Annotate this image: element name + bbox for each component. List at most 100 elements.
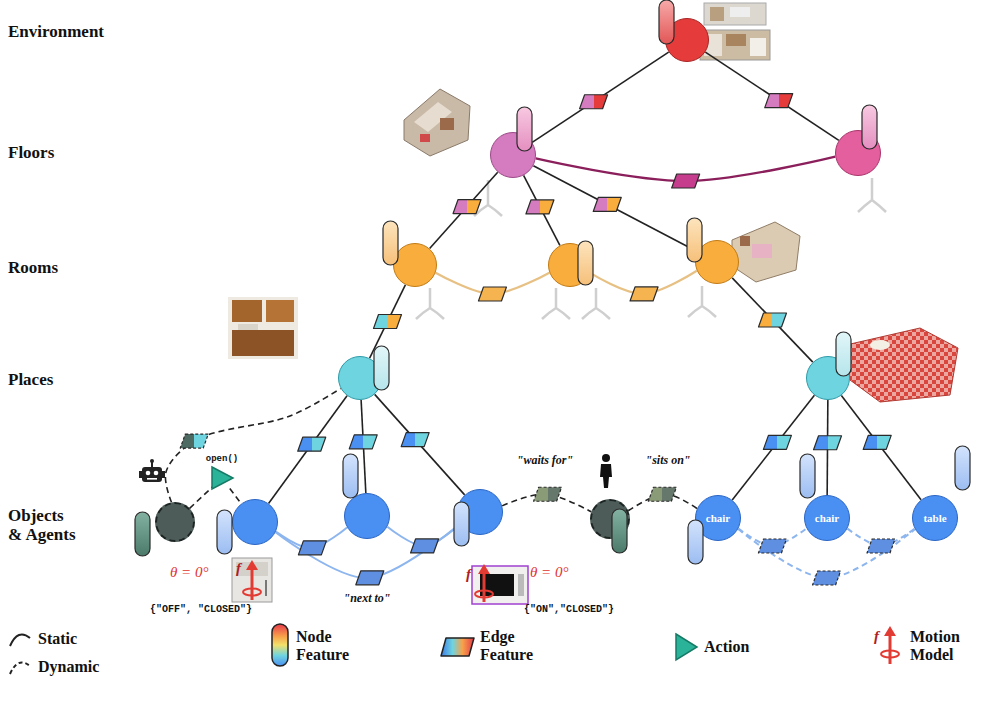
floor-node	[835, 130, 881, 176]
edge-feature	[374, 315, 402, 329]
edge-feature	[813, 571, 841, 585]
edge-feature	[298, 437, 326, 451]
edge-feature	[534, 487, 562, 501]
edge-feature	[863, 435, 891, 449]
angle-value: θ = 0°	[170, 564, 209, 581]
object-state: {"OFF", "CLOSED"}	[150, 604, 252, 615]
static-edge	[532, 52, 668, 142]
edge-feature	[526, 200, 554, 214]
robot-icon	[139, 459, 165, 482]
level-name: Environment	[8, 22, 104, 41]
legend-label: Motion Model	[910, 628, 976, 664]
object-node: chair	[695, 495, 741, 541]
edge-feature	[758, 539, 786, 553]
action-shape	[212, 467, 233, 489]
kitchen-picture	[228, 297, 298, 359]
static-edge	[705, 52, 838, 140]
motion-force-symbol: f	[874, 628, 879, 645]
environment-node	[665, 18, 709, 62]
edge-feature	[672, 174, 700, 188]
edge-feature	[765, 94, 793, 108]
edge-feature	[648, 487, 676, 501]
legend-label: Dynamic	[38, 658, 99, 676]
object-node	[232, 499, 278, 545]
agent-node	[155, 502, 195, 542]
edge-feature	[411, 539, 439, 553]
floor-node	[490, 132, 536, 178]
edge-feature	[349, 435, 377, 449]
static-edge	[841, 395, 921, 499]
edge-feature	[593, 197, 621, 211]
level-name: Rooms	[8, 258, 58, 277]
motion-model-sample	[881, 626, 899, 664]
static-edge	[524, 175, 560, 245]
motion-model-icon	[475, 564, 493, 602]
relation-label: "next to"	[344, 591, 391, 606]
edge-feature	[356, 571, 384, 585]
level-name: Floors	[8, 143, 54, 162]
static-line-sample	[10, 634, 30, 646]
edge-feature	[401, 433, 429, 447]
legend-label: Edge Feature	[480, 628, 546, 664]
fridge-picture	[232, 558, 272, 602]
place-node	[806, 356, 850, 400]
legend-label: Static	[38, 630, 77, 648]
relation-label: "sits on"	[645, 453, 690, 468]
edge-feature	[298, 541, 326, 555]
object-state: {"ON","CLOSED"}	[524, 604, 614, 615]
human-icon	[600, 454, 612, 488]
edge-feature	[453, 200, 481, 214]
node-feature-sample	[272, 624, 288, 666]
agent-node	[590, 499, 630, 539]
static-edge	[269, 396, 347, 504]
object-node: table	[912, 495, 958, 541]
dynamic-line-sample	[10, 662, 30, 674]
environment-picture	[700, 3, 770, 60]
action-node: open()	[209, 465, 235, 491]
static-edge	[370, 285, 406, 358]
relation-label: "waits for"	[517, 453, 573, 468]
static-edge	[732, 278, 813, 362]
node-feature	[955, 446, 970, 490]
edge-feature	[814, 436, 842, 450]
table-picture	[846, 328, 958, 402]
action-triangle	[209, 465, 235, 491]
node-label: table	[923, 512, 946, 524]
static-edge	[533, 166, 697, 252]
legend-label: Action	[704, 638, 749, 656]
room-node	[695, 240, 739, 284]
dynamic-edge	[190, 487, 213, 508]
object-node: chair	[804, 495, 850, 541]
room-node	[393, 243, 437, 287]
hidden-children-stub	[416, 178, 886, 319]
level-name: Objects & Agents	[8, 506, 79, 544]
static-edge	[375, 394, 465, 494]
edge-feature	[759, 313, 787, 327]
room-picture	[732, 222, 800, 282]
edge-feature-sample	[441, 638, 474, 656]
node-feature	[800, 454, 815, 498]
angle-value: θ = 0°	[530, 564, 569, 581]
room-node	[548, 243, 592, 287]
edge-feature	[763, 435, 791, 449]
node-feature	[343, 454, 358, 498]
edge-feature	[580, 95, 608, 109]
edge-feature	[867, 539, 895, 553]
dynamic-edge	[165, 388, 340, 502]
action-name: open()	[206, 454, 238, 464]
node-feature	[217, 510, 232, 554]
place-node	[338, 356, 382, 400]
edge-feature	[478, 287, 506, 301]
object-node	[457, 489, 503, 535]
motion-force-symbol: f	[236, 560, 241, 577]
edge-feature	[180, 434, 208, 448]
dynamic-edge	[230, 488, 241, 503]
static-edge	[430, 172, 498, 248]
legend-label: Node Feature	[296, 628, 358, 664]
motion-model-icon	[243, 560, 261, 600]
node-label: chair	[815, 512, 839, 524]
edge-feature	[630, 287, 658, 301]
action-sample	[676, 634, 697, 660]
object-node	[344, 493, 390, 539]
